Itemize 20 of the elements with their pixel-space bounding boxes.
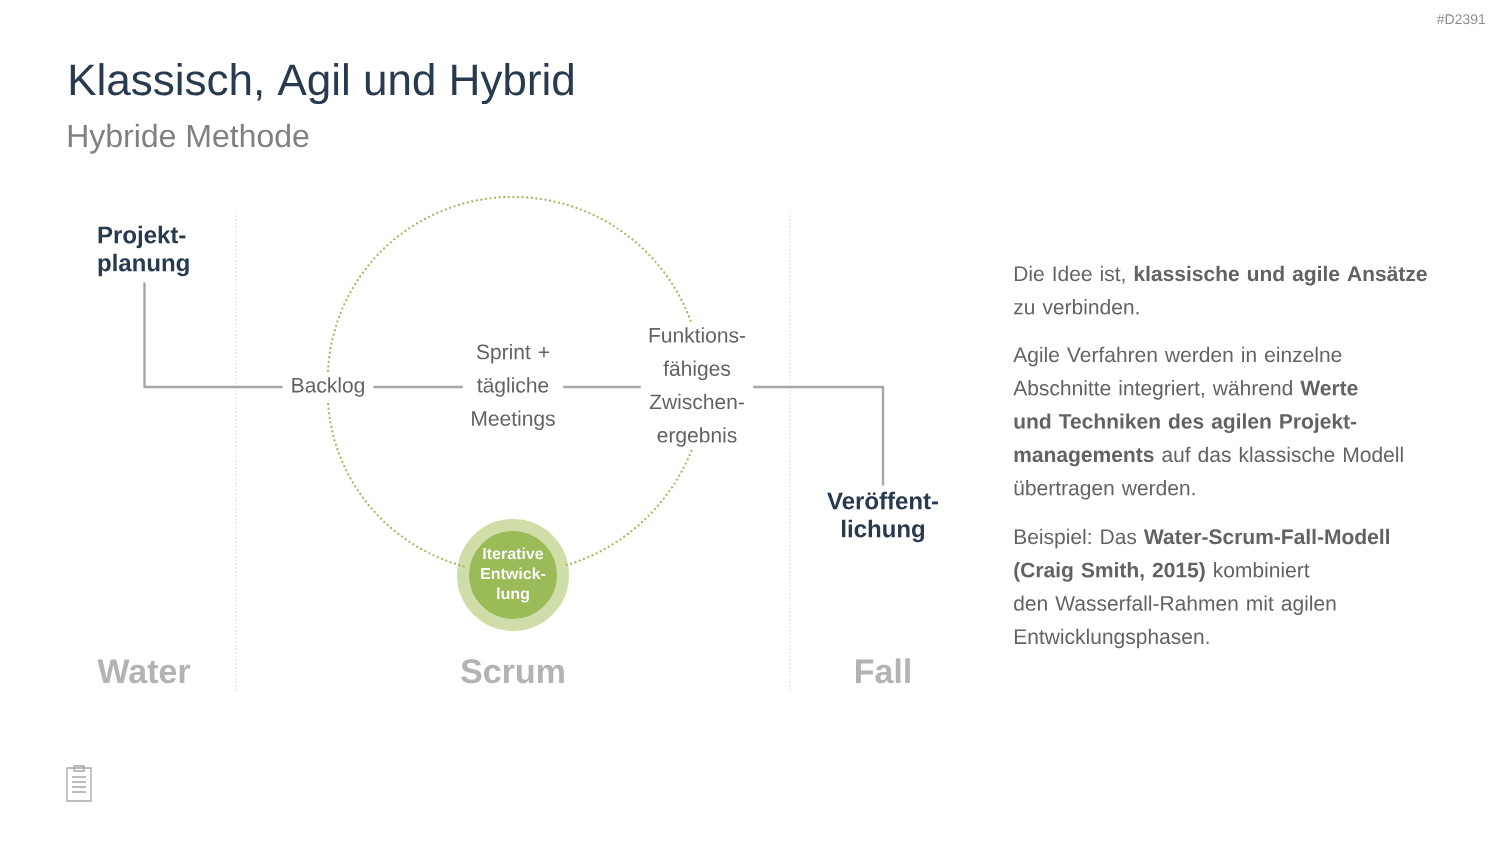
paragraph: Die Idee ist, klassische und agile Ansätze zu verbinden. — [1014, 265, 1427, 315]
column-heading: Fall — [856, 658, 910, 684]
paragraph: Beispiel: Das Water-Scrum-Fall-Modell (Craig Smith, 2015) kombiniert den Wasserfall-Rahmen mit agilen Entwicklungsphasen. — [1014, 528, 1389, 649]
reference-code: #D2391 — [1436, 14, 1486, 25]
connector-line — [563, 385, 641, 389]
connector-line — [373, 385, 463, 389]
subtitle: Hybride Methode — [68, 123, 309, 154]
dotted-arc — [326, 401, 465, 568]
column-heading: Scrum — [461, 659, 564, 684]
column-heading: Water — [97, 659, 191, 684]
paragraph: Agile Verfahren werden in einzelne Abschnitte integriert, während Werte und Techniken des agilen Projekt- managements auf das klassische Modell übertragen werden. — [1013, 346, 1403, 500]
phase-label: Veröffent- lichung — [827, 491, 939, 543]
dotted-arc — [326, 195, 693, 373]
title: Klassisch, Agil und Hybrid — [70, 63, 573, 105]
step-label: Sprint + tägliche Meetings — [472, 343, 555, 431]
connector-line — [143, 282, 283, 389]
step-label: Funktions- fähiges Zwischen- ergebnis — [649, 327, 746, 447]
step-label: Backlog — [292, 377, 364, 397]
connector-line — [753, 385, 885, 486]
phase-label: Projekt- planung — [98, 225, 189, 277]
